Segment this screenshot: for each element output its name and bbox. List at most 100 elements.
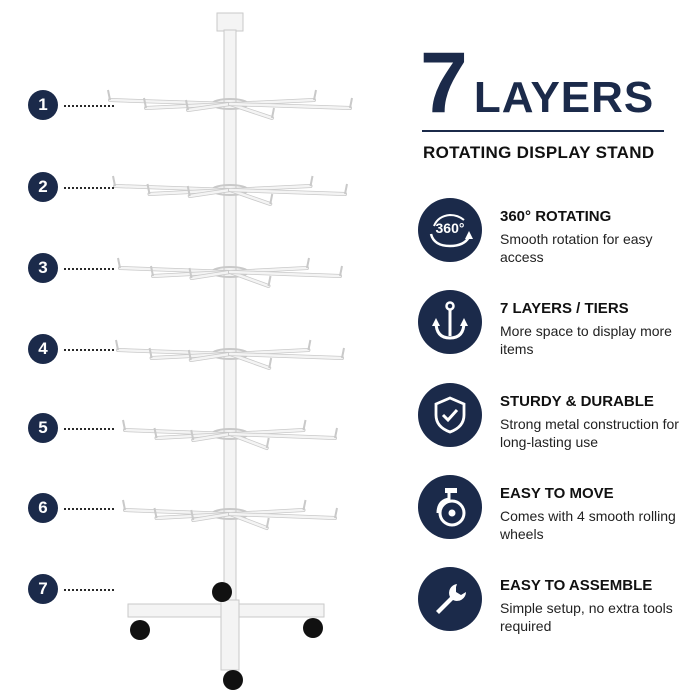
leader-line-3: [64, 268, 114, 270]
svg-text:360°: 360°: [436, 220, 465, 236]
caster-wheel-3: [223, 670, 243, 690]
headline-number: 7: [420, 35, 468, 131]
tier-2-hook-tip: [112, 175, 116, 187]
feature-icon-circle-5: [418, 567, 482, 631]
tier-5-arm: [192, 432, 232, 442]
tier-2-hook-tip: [186, 185, 191, 197]
caster-wheel-1: [130, 620, 150, 640]
tier-5-hook-tip: [265, 437, 270, 449]
feature-desc-4: Comes with 4 smooth rolling wheels: [500, 508, 676, 542]
layer-number-7: 7: [28, 574, 58, 604]
tier-6-arm: [228, 512, 337, 520]
tier-6-hook-tip: [302, 499, 307, 511]
tier-1-arm: [228, 102, 274, 120]
tier-2-hook-tip: [146, 183, 151, 195]
feature-title-4: EASY TO MOVE: [500, 485, 614, 502]
tier-1-arm: [228, 102, 352, 110]
layer-number-1: 1: [28, 90, 58, 120]
layer-number-4: 4: [28, 334, 58, 364]
feature-desc-1: Smooth rotation for easy access: [500, 231, 653, 265]
tier-4-arm: [228, 352, 344, 360]
tier-1-arm: [186, 102, 232, 112]
tier-2-hook-tip: [344, 183, 348, 195]
feature-title-3: STURDY & DURABLE: [500, 393, 654, 410]
feature-icon-circle-2: [418, 290, 482, 354]
tier-1-hook-tip: [107, 89, 111, 101]
feature-title-5: EASY TO ASSEMBLE: [500, 577, 653, 594]
tier-4-arm: [228, 352, 271, 370]
tier-2-arm: [228, 188, 272, 206]
tier-6-arm: [192, 512, 232, 522]
tier-5-hook-tip: [153, 427, 158, 439]
tier-5-arm: [228, 432, 337, 440]
shield-check-icon: [434, 396, 466, 434]
feature-icon-circle-1: 360°: [418, 198, 482, 262]
tier-3-hook-tip: [267, 275, 272, 287]
tier-3-hook-tip: [339, 265, 343, 277]
tier-6-arm: [228, 512, 268, 530]
leader-line-2: [64, 187, 114, 189]
tier-4-arm: [189, 352, 232, 362]
layer-number-6: 6: [28, 493, 58, 523]
feature-title-1: 360° ROTATING: [500, 208, 612, 225]
tier-6-hook-tip: [265, 517, 270, 529]
tier-3-arm: [228, 270, 342, 278]
tier-1-hook-tip: [143, 97, 147, 109]
tier-3-hook-tip: [117, 257, 121, 269]
tier-6-hook-tip: [334, 507, 338, 519]
tier-2-hook-tip: [269, 193, 274, 205]
leader-line-1: [64, 105, 114, 107]
feature-desc-2: More space to display more items: [500, 323, 672, 357]
stand-base-front-leg: [220, 599, 240, 671]
tier-3-arm: [228, 270, 270, 288]
tier-3-hook-tip: [306, 257, 310, 269]
leader-line-7: [64, 589, 114, 591]
tier-5-hook-tip: [122, 419, 126, 431]
wrench-icon: [436, 584, 466, 614]
tier-4-hook-tip: [115, 339, 119, 351]
tier-6-hook-tip: [122, 499, 126, 511]
leader-line-6: [64, 508, 114, 510]
tier-4-hook-tip: [148, 347, 153, 359]
tier-1-hook-tip: [185, 99, 189, 111]
tier-1-hook-tip: [349, 97, 353, 109]
headline-divider: [422, 130, 664, 132]
caster-wheel-icon: [436, 488, 466, 527]
tier-3-arm: [190, 270, 232, 280]
caster-wheel-2: [303, 618, 323, 638]
tier-1-hook-tip: [313, 89, 317, 101]
tier-5-hook-tip: [190, 429, 195, 441]
tier-3-hook-tip: [188, 267, 193, 279]
tier-6-hook-tip: [153, 507, 158, 519]
stand-pole: [223, 29, 237, 631]
feature-desc-5: Simple setup, no extra tools required: [500, 600, 673, 634]
tier-6-hook-tip: [190, 509, 195, 521]
tier-4-hook-tip: [341, 347, 345, 359]
feature-title-2: 7 LAYERS / TIERS: [500, 300, 629, 317]
tier-2-arm: [228, 188, 347, 196]
rotate-360-icon: 360°: [429, 213, 473, 248]
tier-4-hook-tip: [187, 349, 192, 361]
subtitle: ROTATING DISPLAY STAND: [423, 143, 655, 162]
layer-number-5: 5: [28, 413, 58, 443]
feature-desc-3: Strong metal construction for long-lasti…: [500, 416, 679, 450]
tier-4-hook-tip: [307, 339, 312, 351]
layer-number-2: 2: [28, 172, 58, 202]
tier-2-arm: [188, 188, 232, 198]
hook-icon: [432, 301, 468, 340]
tier-5-hook-tip: [334, 427, 338, 439]
headline-word: LAYERS: [473, 73, 655, 122]
feature-icon-circle-4: [418, 475, 482, 539]
tier-1-hook-tip: [271, 107, 275, 119]
feature-icon-circle-3: [418, 383, 482, 447]
tier-5-arm: [228, 432, 268, 450]
leader-line-5: [64, 428, 114, 430]
tier-2-hook-tip: [309, 175, 314, 187]
tier-5-hook-tip: [302, 419, 307, 431]
leader-line-4: [64, 349, 114, 351]
tier-4-hook-tip: [268, 357, 273, 369]
caster-wheel-4: [212, 582, 232, 602]
